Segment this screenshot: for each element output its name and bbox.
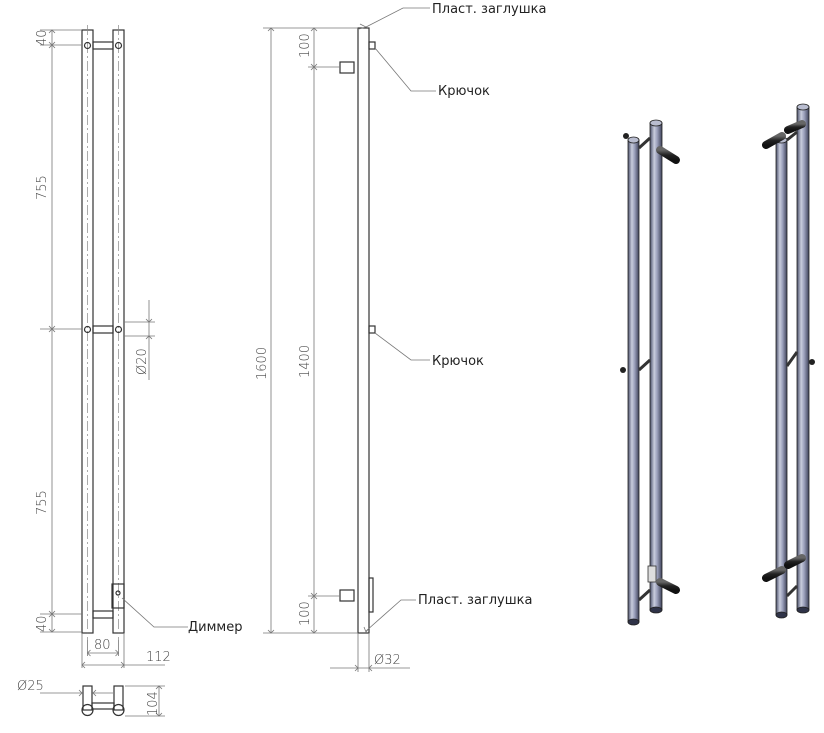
plan-view: Ø25 104 (17, 679, 165, 717)
label-hook-upper: Крючок (438, 84, 490, 99)
dim-side-mid-span: 1400 (298, 345, 313, 378)
side-view: 1600 100 1400 100 Ø32 Пласт. заглушка Кр… (255, 2, 546, 672)
dim-front-overall-width: 112 (146, 650, 171, 665)
dim-side-total-height: 1600 (255, 347, 270, 380)
isometric-view-left (620, 119, 680, 626)
front-middle-rung (92, 325, 114, 334)
isometric-view-right (762, 103, 815, 619)
label-bottom-cap: Пласт. заглушка (418, 593, 532, 608)
dim-side-top-offset: 100 (298, 33, 313, 58)
label-dimmer: Диммер (188, 620, 242, 635)
front-bottom-rung (92, 610, 114, 619)
dim-front-bottom-gap: 40 (35, 615, 50, 632)
dim-front-upper-span: 755 (35, 175, 50, 200)
dim-front-lower-span: 755 (35, 490, 50, 515)
side-pipe (357, 27, 370, 634)
dim-front-pipe-spacing: 80 (94, 638, 111, 653)
front-top-rung (92, 41, 114, 50)
dim-side-bottom-offset: 100 (298, 601, 313, 626)
dim-plan-depth: 104 (146, 691, 161, 716)
dim-front-hole-diameter: Ø20 (135, 348, 150, 375)
front-view: 40 755 755 40 Ø20 80 112 Диммер (35, 25, 242, 669)
dim-plan-pipe-diameter: Ø25 (17, 679, 44, 694)
dim-front-top-gap: 40 (35, 29, 50, 46)
label-top-cap: Пласт. заглушка (432, 2, 546, 17)
front-dimmer-box (111, 583, 125, 609)
label-hook-middle: Крючок (432, 354, 484, 369)
dim-side-pipe-diameter: Ø32 (374, 653, 401, 668)
